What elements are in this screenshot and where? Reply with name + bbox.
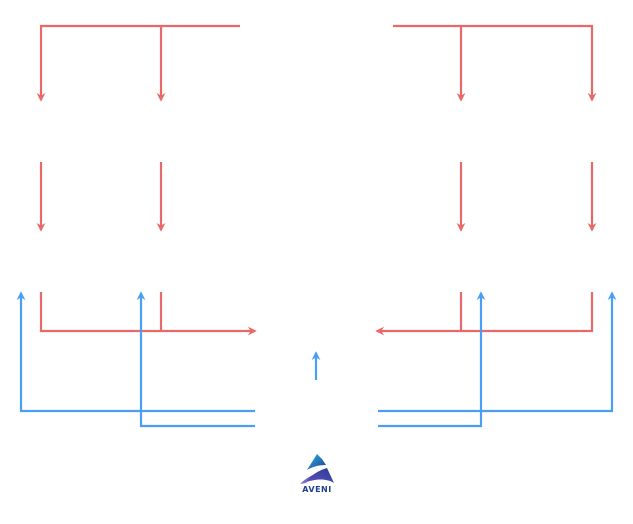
right-feedback-outer	[378, 291, 617, 413]
right-merge-arrow	[375, 292, 594, 336]
left-feedback-inner	[136, 291, 255, 428]
right-top-bus	[393, 24, 597, 102]
right-feedback-inner	[378, 291, 486, 428]
aveni-logo: AVENI	[296, 452, 338, 498]
left-merge-arrow	[39, 292, 257, 336]
aveni-triangle-logo-icon	[300, 454, 334, 484]
logo-text: AVENI	[302, 485, 332, 494]
left-top-bus	[36, 24, 240, 102]
left-feedback-outer	[16, 291, 255, 413]
